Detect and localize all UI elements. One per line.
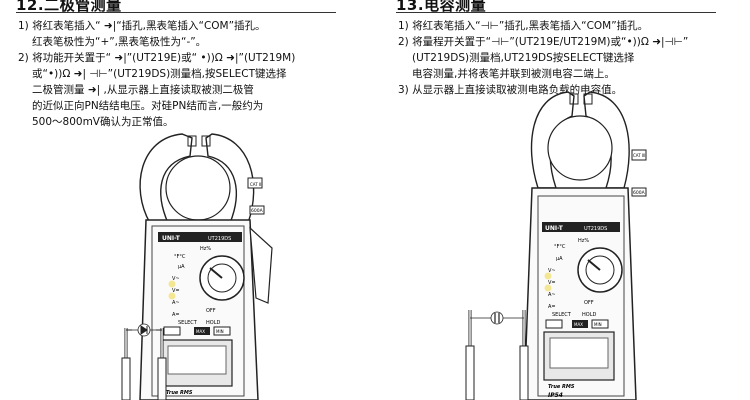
svg-text:°F°C: °F°C xyxy=(554,244,566,250)
clamp-meter-illustration: CAT III 600A UNI-T UT219DS °F°C Hz% μA V… xyxy=(465,91,647,400)
svg-text:A~: A~ xyxy=(548,292,556,298)
svg-text:MIN: MIN xyxy=(594,322,602,327)
svg-text:V=: V= xyxy=(548,280,556,286)
svg-text:°F°C: °F°C xyxy=(174,254,186,260)
svg-text:600A: 600A xyxy=(251,208,264,214)
section-title: 13.电容测量 xyxy=(396,0,716,15)
svg-text:CAT III: CAT III xyxy=(250,182,262,187)
svg-text:OFF: OFF xyxy=(206,308,216,314)
instruction-list: 1) 将红表笔插入“ ➜|“插孔,黑表笔插入“COM”插孔。 红表笔极性为“+”… xyxy=(18,18,348,130)
svg-text:A~: A~ xyxy=(172,300,180,306)
svg-text:V~: V~ xyxy=(172,276,180,282)
step-2-line-2: 或“•))Ω ➜| ⊣⊢”(UT219DS)测量档,按SELECT键选择 xyxy=(32,68,287,80)
svg-text:IP54: IP54 xyxy=(548,392,563,399)
svg-text:True RMS: True RMS xyxy=(166,390,193,396)
svg-text:MIN: MIN xyxy=(216,329,224,334)
clamp-meter-illustration: CAT III 600A UNI-T UT219DS °F°C Hz% μA V… xyxy=(121,133,273,400)
svg-text:MAX: MAX xyxy=(574,322,583,327)
step-2-line-3: 二极管测量 ➜| ,从显示器上直接读取被测二极管 xyxy=(32,84,254,96)
instruction-list: 1) 将红表笔插入“⊣⊢”插孔,黑表笔插入“COM”插孔。 2) 将量程开关置于… xyxy=(398,18,728,98)
svg-text:UT219DS: UT219DS xyxy=(584,226,607,232)
svg-text:V~: V~ xyxy=(548,268,556,274)
svg-text:μA: μA xyxy=(556,256,563,262)
step-2: 2) 将量程开关置于“⊣⊢”(UT219E/UT219M)或“•))Ω ➜|⊣⊢… xyxy=(398,36,689,48)
svg-text:600A: 600A xyxy=(633,190,646,196)
step-1: 1) 将红表笔插入“ ➜|“插孔,黑表笔插入“COM”插孔。 xyxy=(18,20,266,32)
section-diode: 12.二极管测量 1) 将红表笔插入“ ➜|“插孔,黑表笔插入“COM”插孔。 … xyxy=(0,0,360,400)
svg-text:A=: A= xyxy=(172,312,180,318)
svg-text:HOLD: HOLD xyxy=(206,320,220,326)
title-divider xyxy=(396,12,716,13)
step-1: 1) 将红表笔插入“⊣⊢”插孔,黑表笔插入“COM”插孔。 xyxy=(398,20,649,32)
svg-text:CAT III: CAT III xyxy=(633,153,645,158)
svg-text:Hz%: Hz% xyxy=(578,238,589,244)
step-2-line-2: (UT219DS)测量档,UT219DS按SELECT键选择 xyxy=(412,52,635,64)
section-title: 12.二极管测量 xyxy=(16,0,336,15)
svg-text:OFF: OFF xyxy=(584,300,594,306)
svg-text:SELECT: SELECT xyxy=(552,312,572,318)
svg-text:A=: A= xyxy=(548,304,556,310)
svg-text:SELECT: SELECT xyxy=(178,320,198,326)
svg-text:True RMS: True RMS xyxy=(548,384,575,390)
svg-text:Hz%: Hz% xyxy=(200,246,211,252)
capacitor-symbol xyxy=(470,311,524,325)
test-probes xyxy=(465,310,529,400)
title-divider xyxy=(16,12,336,13)
svg-text:HOLD: HOLD xyxy=(582,312,596,318)
section-capacitance: 13.电容测量 1) 将红表笔插入“⊣⊢”插孔,黑表笔插入“COM”插孔。 2)… xyxy=(380,0,740,400)
svg-text:MAX: MAX xyxy=(196,329,205,334)
step-2-line-4: 的近似正向PN结结电压。对硅PN结而言,一般约为 xyxy=(32,100,264,112)
svg-text:μA: μA xyxy=(178,264,185,270)
svg-text:V=: V= xyxy=(172,288,180,294)
svg-text:UNI-T: UNI-T xyxy=(545,225,564,232)
diode-symbol xyxy=(126,323,162,337)
step-2-line-3: 电容测量,并将表笔并联到被测电容二端上。 xyxy=(412,68,615,80)
step-2: 2) 将功能开关置于“ ➜|”(UT219E)或“ •))Ω ➜|”(UT219… xyxy=(18,52,296,64)
svg-text:UNI-T: UNI-T xyxy=(162,235,181,242)
step-1-line-2: 红表笔极性为“+”,黑表笔极性为“-”。 xyxy=(32,36,207,48)
svg-text:UT219DS: UT219DS xyxy=(208,236,231,242)
step-2-line-5: 500～800mV确认为正常值。 xyxy=(32,116,174,128)
